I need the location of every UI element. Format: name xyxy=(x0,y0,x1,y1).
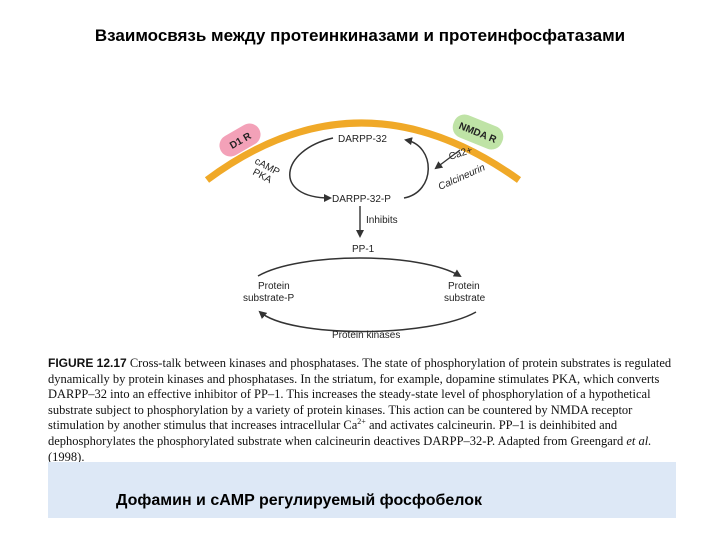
kinase-phosphatase-diagram: D1 R NMDA R DARPP-32 DARPP-32-P cAMP PKA… xyxy=(204,114,522,341)
nmda-receptor-badge: NMDA R xyxy=(452,114,504,150)
protein-kinases-label: Protein kinases xyxy=(332,330,400,341)
darpp32p-label: DARPP-32-P xyxy=(332,194,391,205)
calcineurin-label: Calcineurin xyxy=(437,162,488,193)
caption-et-al: et al. xyxy=(626,433,652,448)
d1-receptor-badge: D1 R xyxy=(219,123,261,157)
caption-superscript: 2+ xyxy=(357,417,366,427)
protein-substrate-p-line1: Protein xyxy=(258,281,290,292)
slide-subtitle: Дофамин и cAMP регулируемый фосфобелок xyxy=(116,492,483,509)
upper-cycle-right-arc xyxy=(403,137,429,199)
upper-cycle-left-arc xyxy=(289,137,334,202)
protein-substrate-line1: Protein xyxy=(448,281,480,292)
caption-text-3: (1998). xyxy=(48,449,85,464)
cell-membrane-arc xyxy=(204,119,522,183)
darpp32-label: DARPP-32 xyxy=(338,134,387,145)
lower-cycle-top-arc xyxy=(257,257,462,278)
figure-id: FIGURE 12.17 xyxy=(48,356,127,370)
lower-cycle-bottom-arc xyxy=(258,310,477,333)
caption-text-1: Cross-talk between kinases and phosphata… xyxy=(48,356,672,433)
slide-title: Взаимосвязь между протеинкиназами и прот… xyxy=(94,26,626,45)
protein-substrate-line2: substrate xyxy=(444,293,486,304)
caption-text-2: and activates calcineurin. PP–1 is deinh… xyxy=(48,418,627,448)
pp1-label: PP-1 xyxy=(352,244,375,255)
ca2-label: Ca2+ xyxy=(448,145,475,163)
subtitle-box: Дофамин и cAMP регулируемый фосфобелок xyxy=(48,462,676,518)
protein-substrate-p-line2: substrate-P xyxy=(243,293,294,304)
nmda-to-cycle-arrow xyxy=(434,149,461,170)
inhibits-label: Inhibits xyxy=(366,215,398,226)
figure-caption: FIGURE 12.17 Cross-talk between kinases … xyxy=(48,356,680,465)
